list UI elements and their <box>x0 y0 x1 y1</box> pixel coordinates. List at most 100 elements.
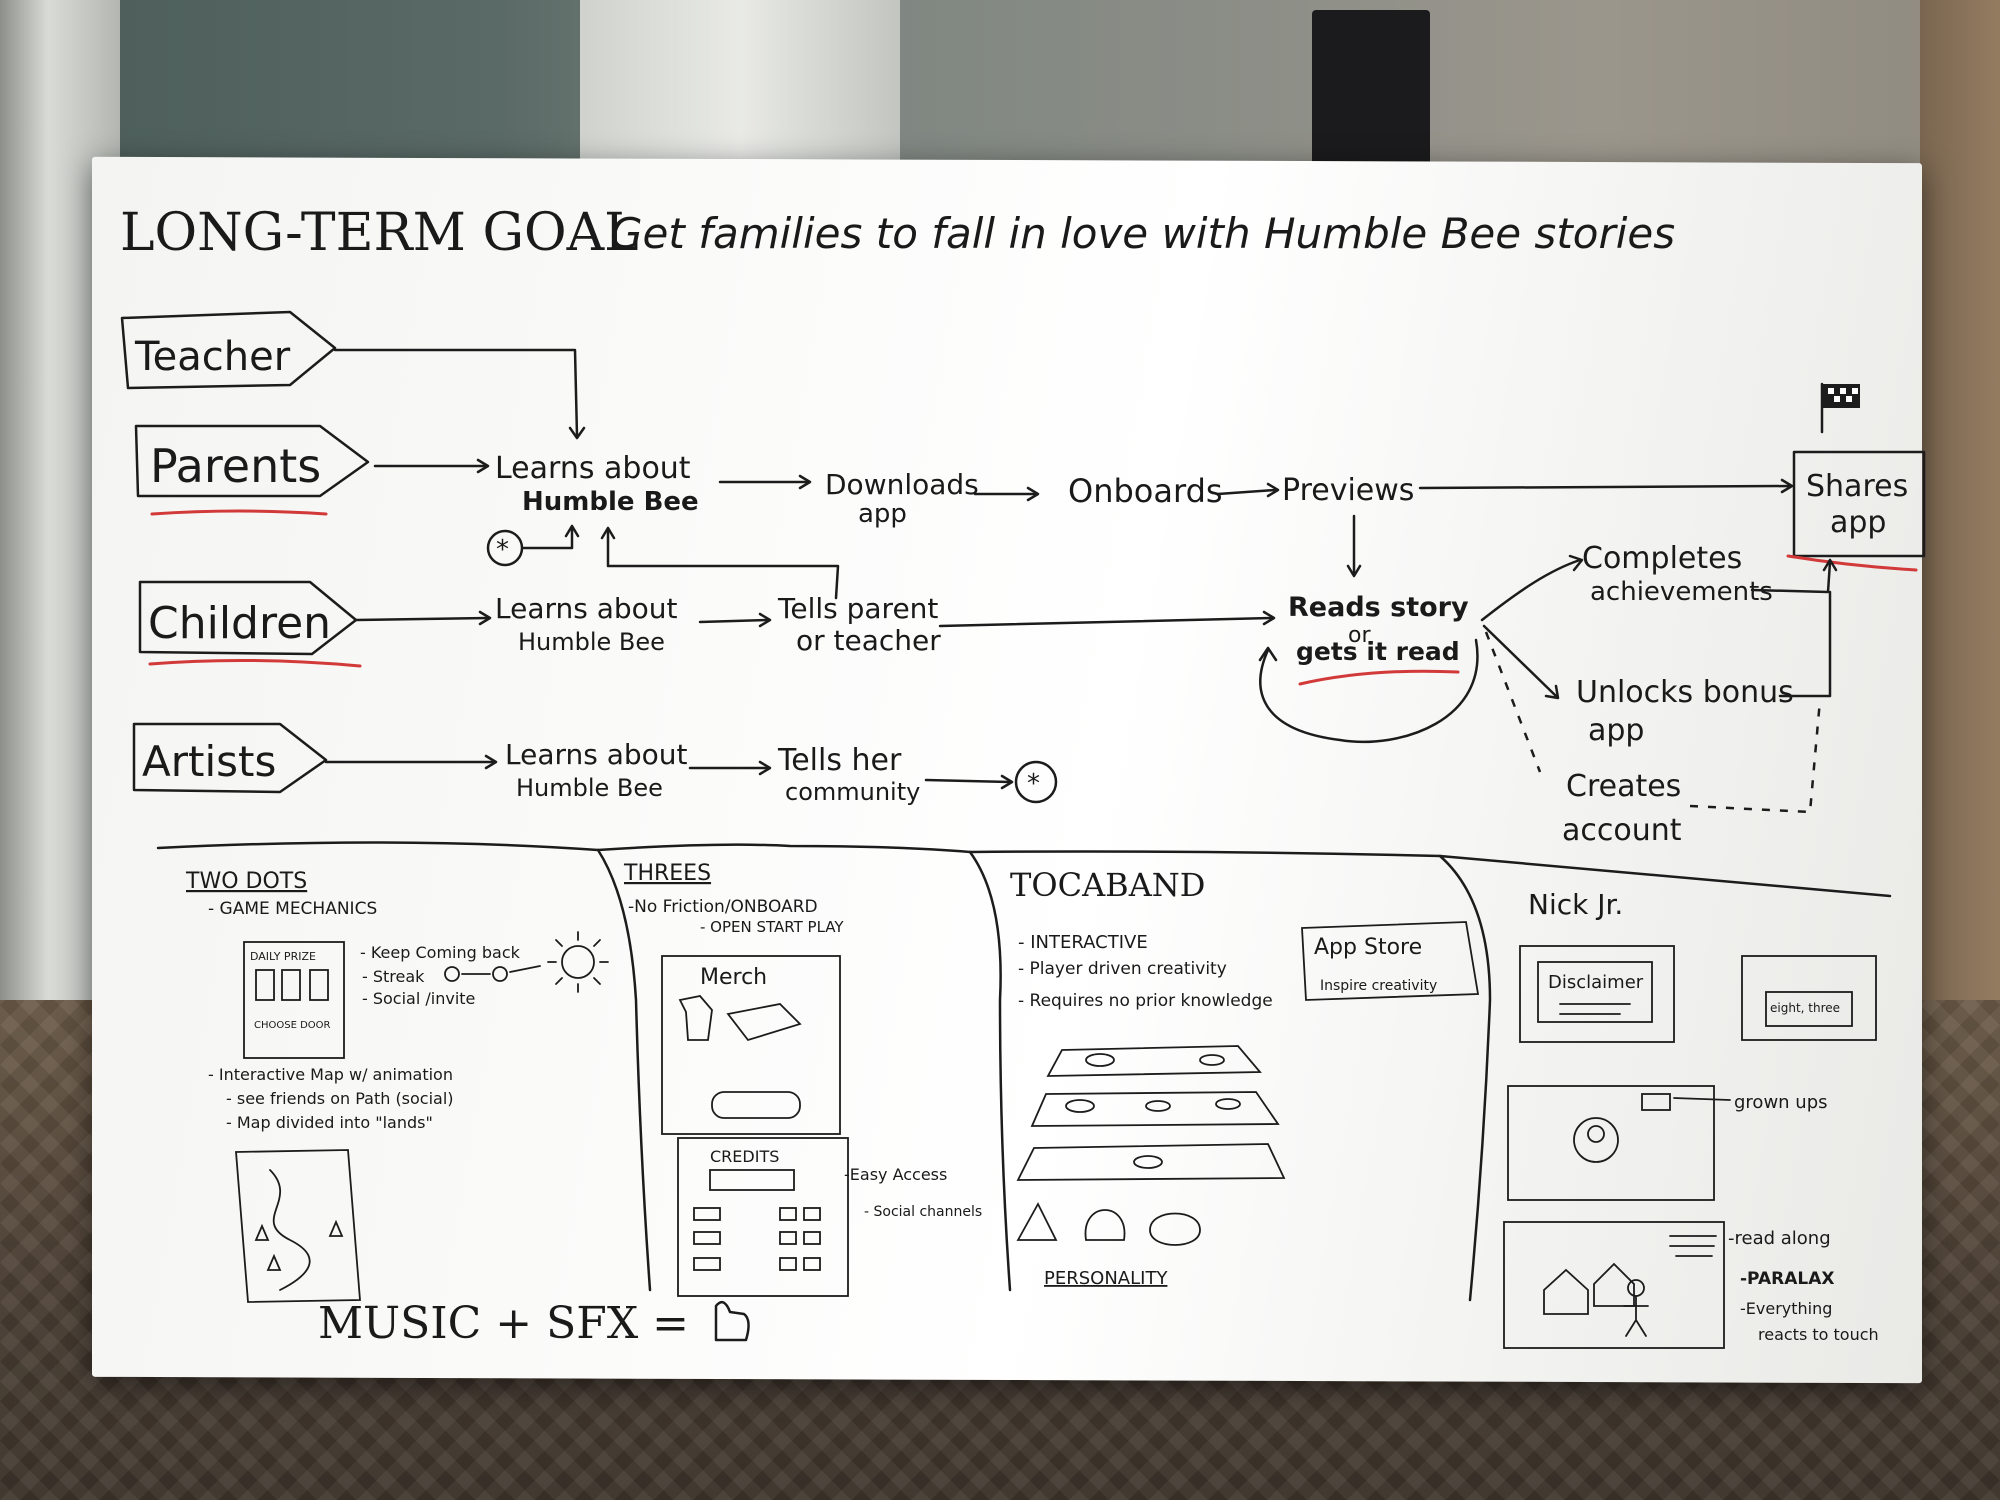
nickjr-title: Nick Jr. <box>1528 888 1623 921</box>
home-screen <box>1507 1085 1715 1201</box>
divider-tocaband-nickjr <box>1438 854 1492 1302</box>
threes-title: THREES <box>623 861 711 886</box>
unlocks-line1: Unlocks bonus <box>1576 675 1794 710</box>
tells-her-line1: Tells her <box>777 743 902 778</box>
twodots-bullet-1: - Keep Coming back <box>360 943 521 962</box>
stage-platform-1 <box>1046 1045 1262 1077</box>
choose-door-label: CHOOSE DOOR <box>254 1020 331 1031</box>
paralax-label: -PARALAX <box>1740 1269 1834 1289</box>
parents-learns-line2: Humble Bee <box>522 487 699 517</box>
credits-label: CREDITS <box>710 1147 779 1166</box>
arrow-tells-to-learns <box>606 528 840 600</box>
daily-prize-label: DAILY PRIZE <box>250 950 316 963</box>
actor-tag-artists: Artists <box>132 722 328 794</box>
tocaband-bullet-1: - INTERACTIVE <box>1018 932 1148 953</box>
tells-her-line2: community <box>785 778 920 806</box>
personality-label: PERSONALITY <box>1044 1268 1168 1289</box>
tells-parent-line2: or teacher <box>796 624 941 657</box>
houses-sketch <box>1543 1262 1635 1315</box>
app-store-box <box>1301 921 1480 1001</box>
actor-label-parents: Parents <box>150 439 321 493</box>
shares-line2: app <box>1830 505 1886 540</box>
checkered-flag-icon <box>1820 382 1860 434</box>
actor-label-artists: Artists <box>142 737 276 786</box>
blob-character <box>1084 1209 1126 1241</box>
tocaband-title: TOCABAND <box>1010 866 1205 904</box>
actor-tag-parents: Parents <box>134 424 370 516</box>
grown-ups-label: grown ups <box>1734 1092 1828 1113</box>
triangle-character <box>1016 1202 1058 1241</box>
divider-threes-tocaband <box>968 850 1012 1292</box>
stage-platform-3 <box>1016 1143 1286 1181</box>
twodots-bullet-2: - Streak <box>362 967 425 986</box>
goal-text: Get families to fall in love with Humble… <box>610 209 1675 258</box>
parents-learns-line1: Learns about <box>495 451 691 486</box>
threes-bullet-2: - OPEN START PLAY <box>700 918 844 936</box>
dashed-arrow-to-creates <box>1484 631 1542 773</box>
artists-learns-line1: Learns about <box>505 738 688 771</box>
everything-line2: reacts to touch <box>1758 1325 1879 1344</box>
shirt-icon <box>678 995 713 1041</box>
children-learns-line1: Learns about <box>495 592 678 625</box>
unlocks-line2: app <box>1588 713 1644 748</box>
shares-line1: Shares <box>1806 469 1908 504</box>
twodots-map-bullet-2: - see friends on Path (social) <box>226 1089 454 1108</box>
story-screen <box>1503 1221 1725 1349</box>
actor-label-teacher: Teacher <box>134 334 291 380</box>
completes-line1: Completes <box>1582 541 1742 576</box>
actor-tag-teacher: Teacher <box>120 310 337 390</box>
onboards-label: Onboards <box>1068 472 1223 510</box>
eight-three-label: eight, three <box>1770 1001 1840 1015</box>
reads-story-line3: gets it read <box>1296 637 1460 666</box>
completes-line2: achievements <box>1590 577 1773 607</box>
creates-line2: account <box>1562 813 1682 848</box>
tocaband-bullet-2: - Player driven creativity <box>1018 959 1227 979</box>
downloads-line2: app <box>858 499 907 529</box>
arrow-to-previews <box>1216 488 1277 496</box>
map-sketch <box>235 1149 361 1303</box>
daily-prize-box <box>243 941 345 1059</box>
merch-box <box>661 955 841 1135</box>
everything-line1: -Everything <box>1740 1299 1832 1318</box>
previews-label: Previews <box>1282 473 1414 508</box>
arrow-teacher-learns <box>333 348 579 438</box>
twodots-bullet-3: - Social /invite <box>362 989 475 1008</box>
twodots-sub: - GAME MECHANICS <box>208 899 377 919</box>
actor-label-children: Children <box>148 598 331 649</box>
reads-story-loop-arrow <box>1259 638 1479 744</box>
easy-access-label: -Easy Access <box>844 1165 947 1184</box>
inspire-label: Inspire creativity <box>1320 978 1437 994</box>
thumbs-up-icon <box>714 1300 750 1342</box>
goal-label: LONG-TERM GOAL <box>120 203 639 263</box>
app-store-label: App Store <box>1314 935 1422 960</box>
background-cardboard-box <box>1920 0 2000 1100</box>
twodots-title: TWO DOTS <box>185 869 307 894</box>
music-sfx-label: MUSIC + SFX = <box>318 1298 689 1349</box>
reads-story-line2: or <box>1348 623 1371 648</box>
read-along-label: -read along <box>1728 1228 1831 1249</box>
arrow-to-shares <box>1418 484 1792 490</box>
disclaimer-screen <box>1519 945 1675 1043</box>
shares-app-box <box>1792 450 1926 558</box>
star-left: * <box>496 535 509 565</box>
eight-three-screen <box>1741 955 1877 1041</box>
arrow-to-completes <box>1480 558 1582 622</box>
sun-prize-icon <box>561 945 595 979</box>
round-character <box>1149 1212 1201 1246</box>
section-divider-line <box>156 841 1892 898</box>
actor-tag-children: Children <box>138 580 362 668</box>
star-right: * <box>1027 769 1040 799</box>
credits-box <box>677 1137 849 1297</box>
twodots-map-bullet-1: - Interactive Map w/ animation <box>208 1065 453 1084</box>
twodots-map-bullet-3: - Map divided into "lands" <box>226 1113 433 1132</box>
threes-bullet-1: -No Friction/ONBOARD <box>628 897 818 917</box>
creates-line1: Creates <box>1566 769 1681 804</box>
social-channels-label: - Social channels <box>864 1204 982 1220</box>
disclaimer-label: Disclaimer <box>1548 972 1644 993</box>
book-icon <box>726 1003 802 1042</box>
artists-learns-line2: Humble Bee <box>516 774 663 802</box>
divider-twodots-threes <box>596 848 652 1292</box>
stage-platform-2 <box>1030 1091 1280 1127</box>
